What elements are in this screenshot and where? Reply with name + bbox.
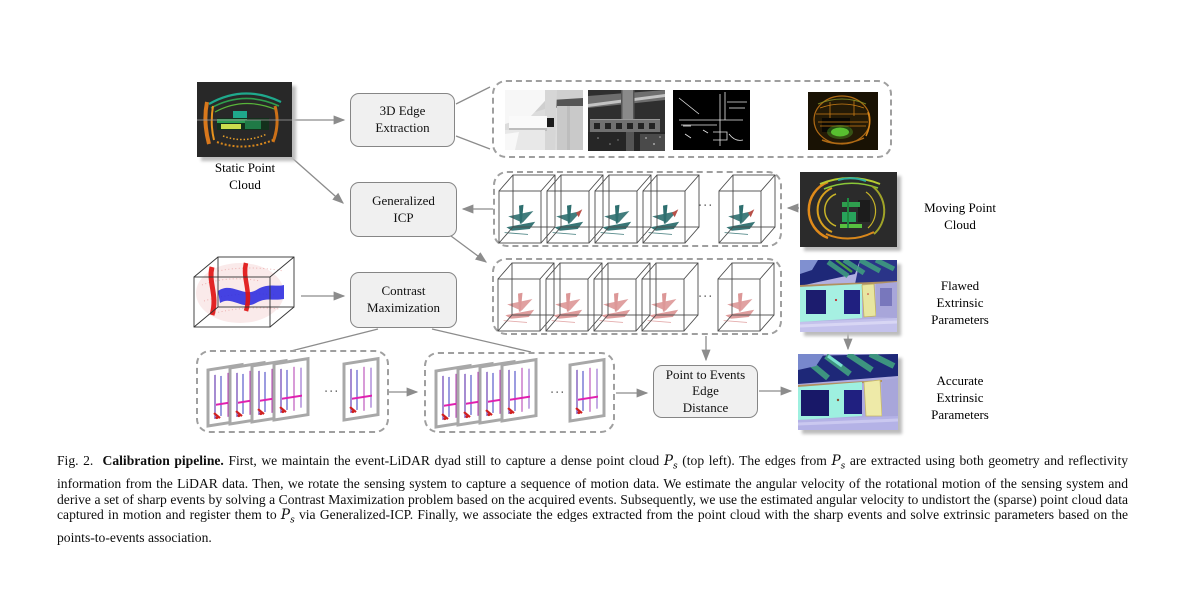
caption-title: Calibration pipeline.: [102, 453, 224, 468]
static-point-cloud-image: [197, 82, 292, 157]
edge-extraction-box: 3D Edge Extraction: [350, 93, 455, 147]
moving-frames-cubes: [498, 174, 776, 244]
figure-caption: Fig. 2. Calibration pipeline. First, we …: [57, 453, 1128, 546]
calibration-pipeline-figure: Static Point Cloud 3D Edge Extraction: [188, 80, 996, 433]
sharp-events-frames: [206, 357, 380, 428]
generalized-icp-box: Generalized ICP: [350, 182, 457, 237]
caption-body-2: (top left). The edges from: [682, 453, 827, 468]
point-to-events-box: Point to Events Edge Distance: [653, 365, 758, 418]
math-point-cloud-symbol: Ps: [280, 507, 295, 527]
caption-body-1: First, we maintain the event-LiDAR dyad …: [228, 453, 660, 468]
moving-point-cloud-image: [800, 172, 897, 247]
sharp-events-group: ···: [196, 350, 389, 433]
caption-body-4: via Generalized-ICP. Finally, we associa…: [57, 507, 1129, 546]
sharp-events-ellipsis: ···: [324, 385, 340, 400]
warped-events-frames: [434, 358, 606, 429]
caption-body-3: are extracted using both geometry and re…: [57, 453, 1129, 523]
flawed-parameters-label: Flawed Extrinsic Parameters: [931, 278, 989, 327]
undistorted-frames-cubes: [497, 262, 775, 332]
event-volume-image: [188, 251, 302, 336]
moving-point-cloud-label: Moving Point Cloud: [924, 200, 996, 232]
moving-frames-ellipsis: ···: [698, 199, 714, 214]
warped-events-ellipsis: ···: [550, 386, 566, 401]
reflectivity-image: [588, 90, 665, 151]
flawed-projection-image: [800, 260, 897, 332]
undistorted-frames-ellipsis: ···: [698, 290, 714, 305]
moving-frames-group: ···: [493, 171, 782, 247]
static-point-cloud-label: Static Point Cloud: [214, 160, 276, 192]
math-point-cloud-symbol: Ps: [831, 453, 846, 472]
edges-3d-image: [808, 92, 878, 150]
warped-events-group: ···: [424, 352, 615, 433]
depth-image: [505, 90, 583, 150]
accurate-projection-image: [798, 354, 898, 430]
contrast-maximization-box: Contrast Maximization: [350, 272, 457, 328]
math-point-cloud-symbol: Ps: [663, 453, 678, 472]
accurate-parameters-label: Accurate Extrinsic Parameters: [931, 373, 989, 422]
undistorted-frames-group: ···: [492, 258, 782, 335]
edge-map-image: [673, 90, 750, 150]
caption-fig-label: Fig. 2.: [57, 453, 94, 468]
